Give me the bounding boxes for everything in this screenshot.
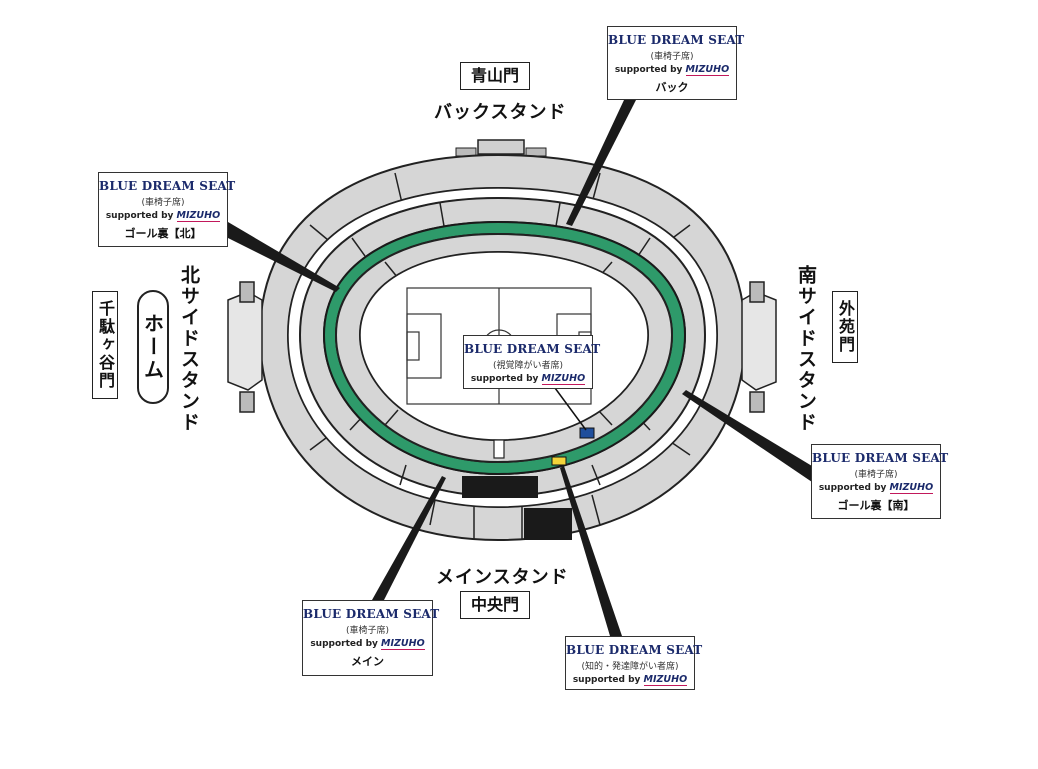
card-sponsor: supported by MIZUHO <box>614 64 730 76</box>
card-seat-type: (視覚障がい者席) <box>492 361 564 371</box>
pointer-center <box>554 387 587 431</box>
card-center: BLUE DREAM SEAT (視覚障がい者席) supported by M… <box>463 335 601 389</box>
main-stand-label: メインスタンド <box>436 567 569 588</box>
gate-gaien: 外苑門 <box>832 291 858 363</box>
card-brand: BLUE DREAM SEAT <box>566 643 703 657</box>
card-seat-type: (車椅子席) <box>854 470 898 480</box>
card-sponsor: supported by MIZUHO <box>572 674 688 686</box>
north-side-stand-roof <box>227 281 263 413</box>
card-brand: BLUE DREAM SEAT <box>464 342 601 356</box>
main-media-block-inner <box>462 476 538 498</box>
developmental-seat-marker <box>551 456 567 466</box>
card-sponsor: supported by MIZUHO <box>310 638 425 650</box>
south-stand-label: 南サイドスタンド <box>795 265 817 433</box>
card-zone: ゴール裏【南】 <box>837 499 915 512</box>
pointer-main <box>372 476 446 600</box>
sponsor-logo: MIZUHO <box>541 373 586 385</box>
card-back: BLUE DREAM SEAT (車椅子席) supported by MIZU… <box>607 26 745 100</box>
card-main2: BLUE DREAM SEAT (知的・発達障がい者席) supported b… <box>565 636 703 690</box>
card-zone: ゴール裏【北】 <box>124 227 202 240</box>
card-brand: BLUE DREAM SEAT <box>812 451 949 465</box>
pointer-north <box>228 222 340 292</box>
gate-sendagaya: 千駄ヶ谷門 <box>92 291 118 399</box>
card-south: BLUE DREAM SEAT (車椅子席) supported by MIZU… <box>811 444 949 519</box>
bottom-notch <box>493 439 505 459</box>
card-main: BLUE DREAM SEAT (車椅子席) supported by MIZU… <box>302 600 440 676</box>
pointer-back <box>566 100 636 226</box>
pointer-south <box>682 390 812 482</box>
sponsor-logo: MIZUHO <box>685 64 730 76</box>
card-seat-type: (車椅子席) <box>141 198 185 208</box>
card-seat-type: (車椅子席) <box>650 52 694 62</box>
card-zone: バック <box>655 81 689 94</box>
gate-chuo: 中央門 <box>460 591 531 619</box>
sponsor-logo: MIZUHO <box>176 210 221 222</box>
card-brand: BLUE DREAM SEAT <box>99 179 236 193</box>
card-seat-type: (知的・発達障がい者席) <box>581 662 679 672</box>
card-brand: BLUE DREAM SEAT <box>608 33 745 47</box>
card-sponsor: supported by MIZUHO <box>470 373 586 385</box>
sponsor-logo: MIZUHO <box>381 638 425 650</box>
card-zone: メイン <box>351 655 384 668</box>
card-seat-type: (車椅子席) <box>345 626 390 636</box>
card-north: BLUE DREAM SEAT (車椅子席) supported by MIZU… <box>98 172 236 247</box>
sponsor-logo: MIZUHO <box>643 674 688 686</box>
main-media-block-outer <box>524 508 572 540</box>
card-brand: BLUE DREAM SEAT <box>303 607 440 621</box>
north-stand-label: 北サイドスタンド <box>178 265 200 433</box>
sponsor-logo: MIZUHO <box>889 482 934 494</box>
top-vent-right <box>525 147 547 157</box>
back-stand-label: バックスタンド <box>434 102 567 123</box>
south-side-stand-roof <box>741 281 777 413</box>
pointer-main2 <box>560 466 622 636</box>
card-sponsor: supported by MIZUHO <box>818 482 934 494</box>
visually-impaired-seat-marker <box>579 427 595 439</box>
top-roof-block <box>477 139 525 155</box>
card-sponsor: supported by MIZUHO <box>105 210 221 222</box>
gate-aoyama: 青山門 <box>460 62 531 90</box>
home-badge: ホーム <box>137 290 169 404</box>
